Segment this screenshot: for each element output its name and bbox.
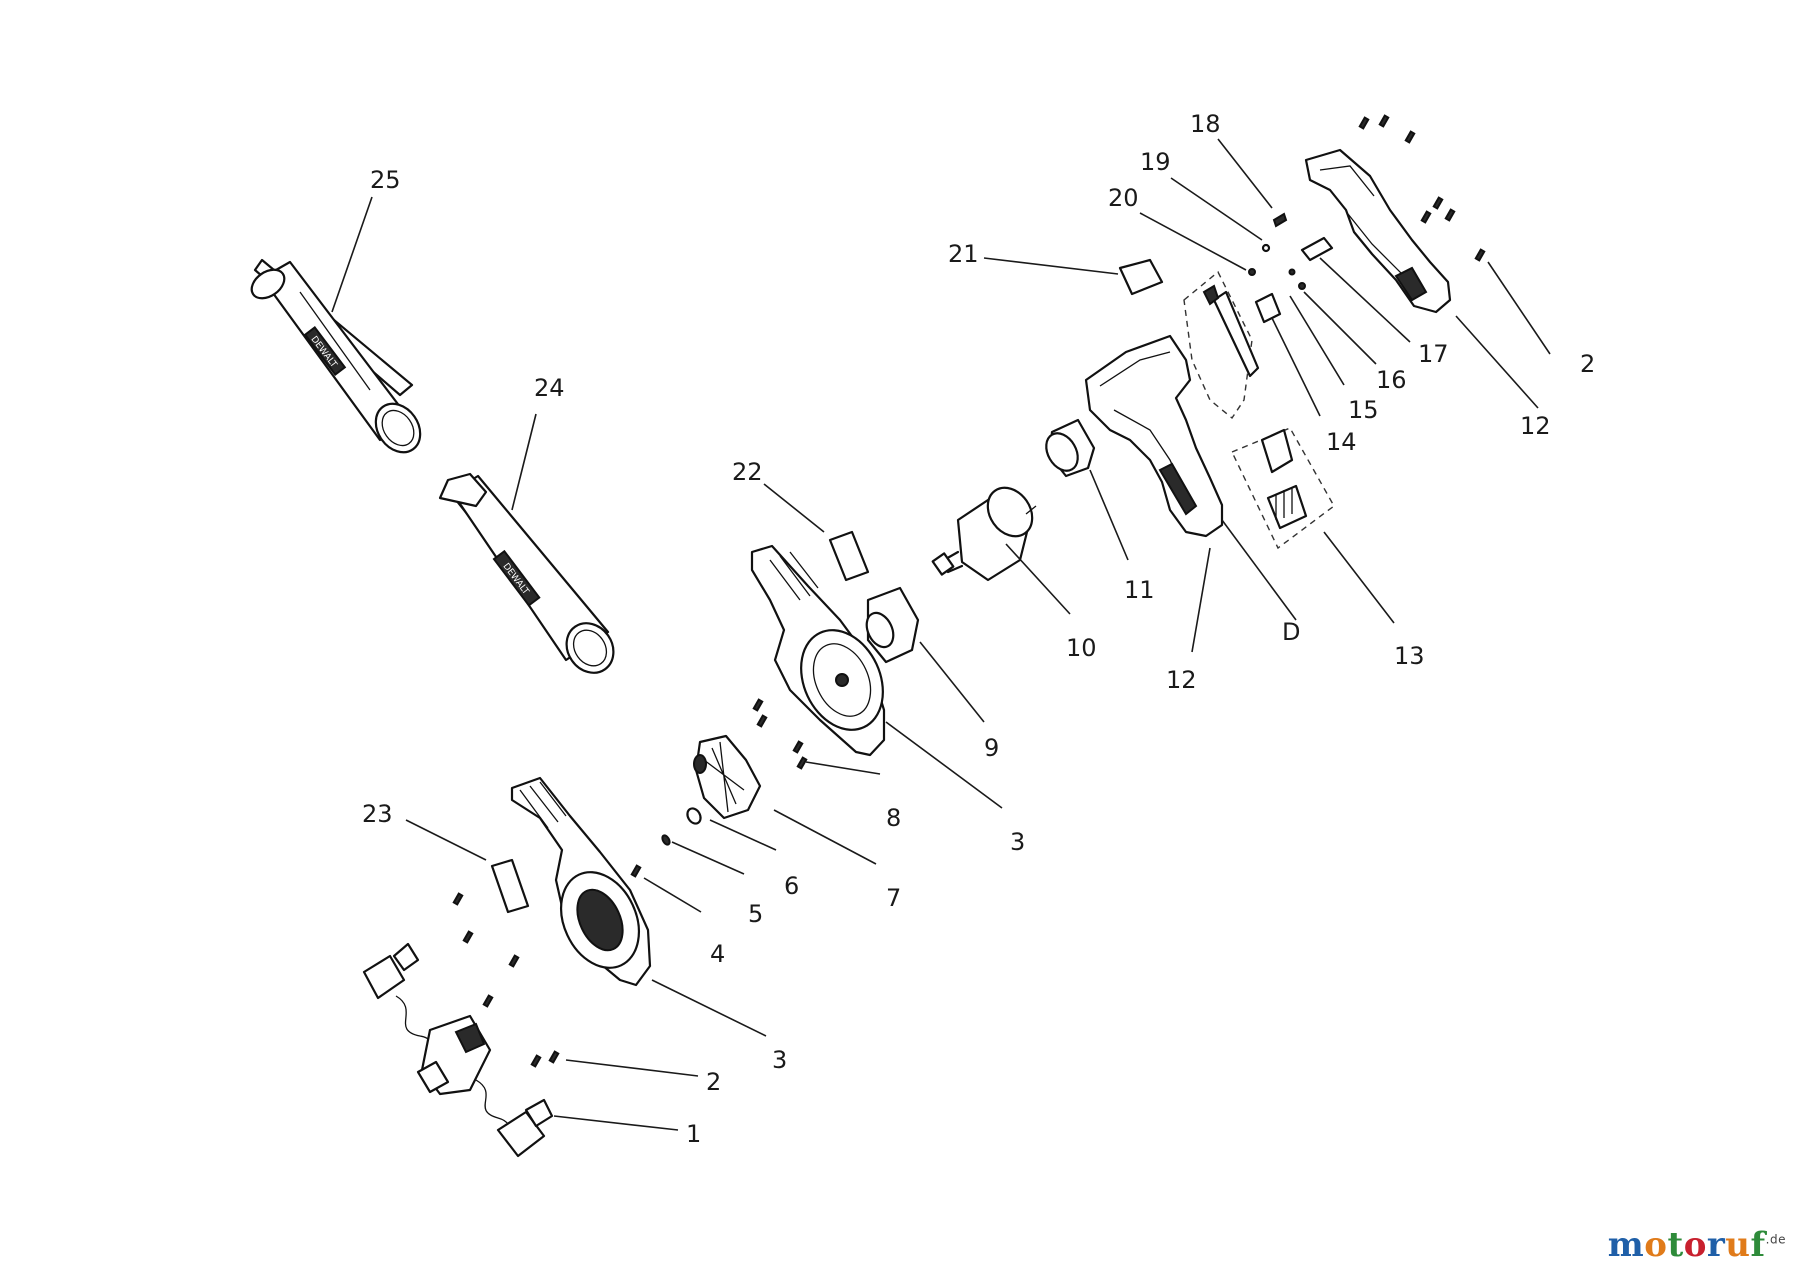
callout-2-lower: 2 [706, 1068, 721, 1096]
motor-10 [931, 486, 1037, 582]
callout-14: 14 [1326, 428, 1357, 456]
tube-25: DEWALT [250, 258, 422, 454]
callout-22: 22 [732, 458, 763, 486]
ring-11 [1045, 418, 1096, 478]
housing-half-3-upper [750, 544, 886, 757]
callout-12-right: 12 [1520, 412, 1551, 440]
callout-16: 16 [1376, 366, 1407, 394]
callout-20: 20 [1108, 184, 1139, 212]
handle-half-12-right [1304, 148, 1452, 314]
tube-24: DEWALT [438, 472, 615, 674]
washer-5 [661, 834, 671, 846]
motoruf-watermark-logo: motoruf.de [1608, 1225, 1786, 1265]
label-plate-22 [828, 530, 870, 582]
nozzle-assembly-1 [362, 942, 554, 1158]
logo-letter: o [1683, 1225, 1707, 1265]
callout-19: 19 [1140, 148, 1171, 176]
switch-group-13 [1183, 270, 1335, 550]
label-plate-23 [490, 858, 530, 914]
callout-21: 21 [948, 240, 979, 268]
callout-12-middle: 12 [1166, 666, 1197, 694]
callout-9: 9 [984, 734, 999, 762]
housing-half-3-lower [510, 776, 652, 987]
callout-2-right: 2 [1580, 350, 1595, 378]
callout-4: 4 [710, 940, 725, 968]
callout-10: 10 [1066, 634, 1097, 662]
screws [452, 114, 1486, 1068]
logo-letter: u [1725, 1225, 1751, 1265]
handle-half-12-middle [1084, 334, 1224, 538]
callout-8: 8 [886, 804, 901, 832]
logo-letter: r [1706, 1225, 1726, 1265]
small-parts-15-20 [1118, 212, 1334, 296]
callout-18: 18 [1190, 110, 1221, 138]
callout-3-upper: 3 [1010, 828, 1025, 856]
callout-6: 6 [784, 872, 799, 900]
leader-lines [331, 138, 1551, 1131]
logo-suffix: .de [1765, 1232, 1786, 1247]
logo-letter: m [1607, 1225, 1645, 1265]
callout-D: D [1282, 618, 1300, 646]
callout-5: 5 [748, 900, 763, 928]
bushing-9 [865, 586, 920, 664]
callout-3-lower: 3 [772, 1046, 787, 1074]
logo-letter: o [1644, 1225, 1668, 1265]
callout-23: 23 [362, 800, 393, 828]
callout-17: 17 [1418, 340, 1449, 368]
logo-letter: f [1750, 1225, 1766, 1265]
callout-11: 11 [1124, 576, 1155, 604]
logo-letter: t [1667, 1225, 1684, 1265]
callout-7: 7 [886, 884, 901, 912]
block-14 [1254, 292, 1282, 324]
washer-6 [686, 807, 702, 825]
callout-24: 24 [534, 374, 565, 402]
callout-25: 25 [370, 166, 401, 194]
callout-1: 1 [686, 1120, 701, 1148]
fan-7 [693, 734, 762, 820]
callout-labels: 25 24 22 23 21 20 19 18 17 16 15 14 13 1… [362, 110, 1595, 1148]
callout-13: 13 [1394, 642, 1425, 670]
callout-15: 15 [1348, 396, 1379, 424]
